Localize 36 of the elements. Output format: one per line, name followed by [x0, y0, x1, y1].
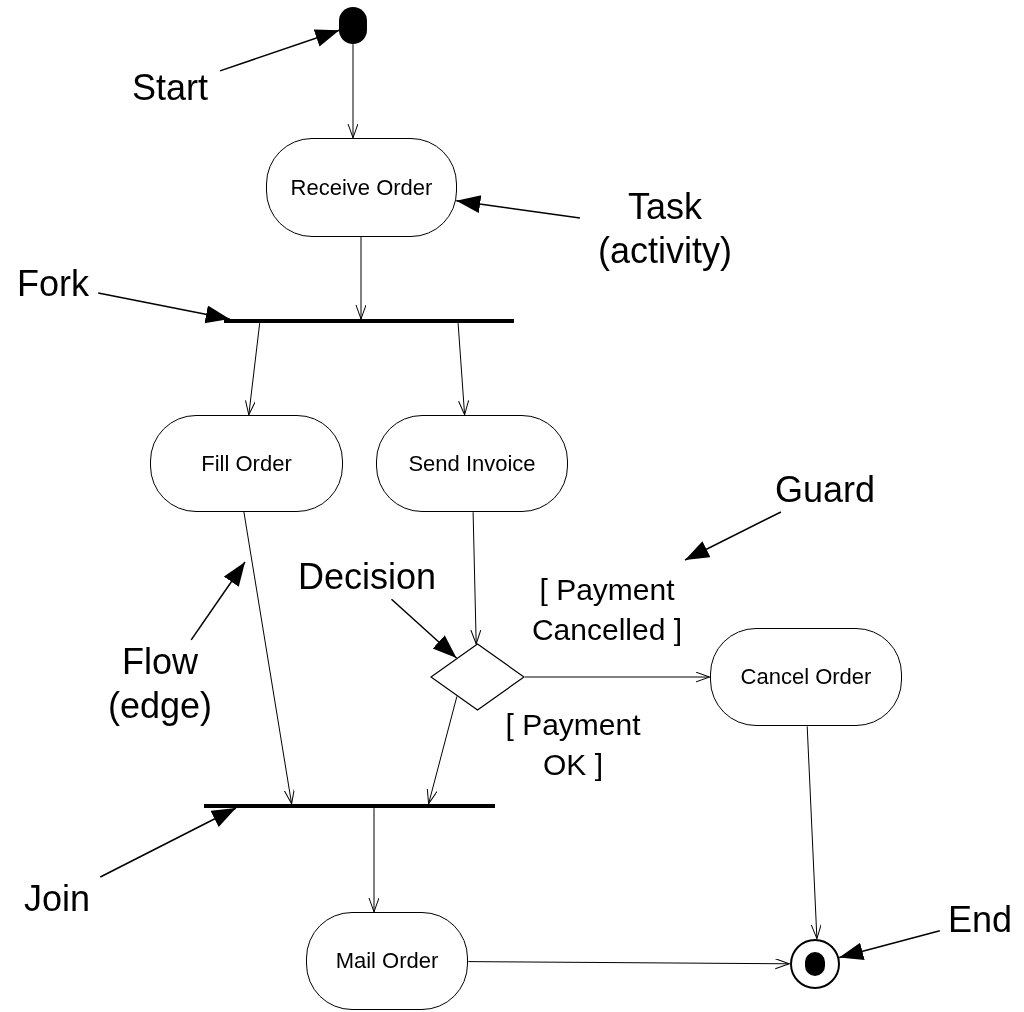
- annotation-label: Decision: [282, 555, 452, 599]
- annotation-label: Join: [12, 877, 102, 921]
- leader-arrow: [219, 29, 341, 72]
- leader-arrow: [97, 292, 231, 324]
- flow-arrow: [355, 236, 367, 320]
- flow-arrow: [524, 671, 711, 683]
- decision-diamond: [430, 643, 525, 711]
- flow-arrow: [467, 958, 790, 970]
- flow-arrow: [470, 511, 482, 645]
- leader-arrow: [99, 807, 237, 878]
- annotation-label: Task (activity): [580, 185, 750, 273]
- flow-arrow: [368, 807, 380, 913]
- action-label: Mail Order: [335, 947, 439, 975]
- action-label: Send Invoice: [408, 449, 536, 478]
- action-label: Receive Order: [290, 173, 433, 202]
- leader-arrow: [684, 511, 782, 561]
- flow-arrow: [806, 725, 822, 940]
- end-node: [790, 939, 840, 989]
- annotation-label: Guard: [760, 468, 890, 512]
- leader-arrow: [455, 195, 581, 219]
- flow-arrow: [245, 322, 261, 416]
- join-bar: [204, 804, 495, 808]
- leader-arrow: [390, 598, 458, 659]
- annotation-label: Start: [120, 66, 220, 110]
- annotation-label: End: [940, 898, 1020, 942]
- annotation-label: Fork: [8, 262, 98, 306]
- annotation-label: Flow (edge): [95, 640, 225, 728]
- start-node: [339, 7, 367, 44]
- action-label: Fill Order: [201, 449, 292, 478]
- flow-arrow: [426, 695, 458, 805]
- fork-bar: [224, 319, 514, 323]
- flow-arrow: [457, 322, 470, 416]
- flow-arrow: [347, 43, 359, 139]
- leader-arrow: [190, 561, 246, 641]
- action-label: Cancel Order: [740, 663, 872, 691]
- flow-arrow: [243, 511, 295, 805]
